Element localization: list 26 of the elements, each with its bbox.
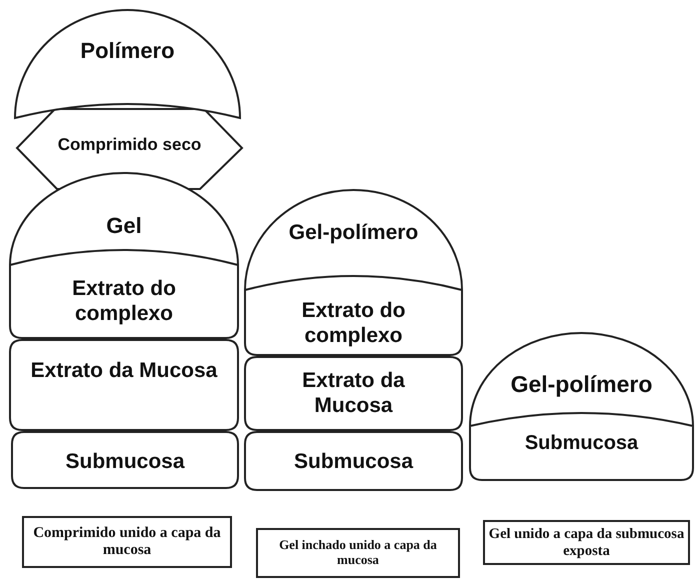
caption-text: Comprimido unido a capa da mucosa xyxy=(32,524,222,560)
layer-label: Extrato da Mucosa xyxy=(30,358,218,384)
layer-label: Submucosa xyxy=(292,449,414,474)
layer-label: Gel-polímero xyxy=(288,220,420,246)
layer-box xyxy=(245,357,462,430)
layer-label: Comprimido seco xyxy=(56,135,202,156)
layer-label: Polímero xyxy=(79,38,176,64)
caption-text: Gel inchado unido a capa da mucosa xyxy=(278,538,438,568)
caption-box xyxy=(256,528,460,578)
dome-layer xyxy=(15,10,240,120)
layer-label: Extrato do complexo xyxy=(300,298,406,348)
layer-box xyxy=(245,432,462,490)
caption-text: Gel unido a capa da submucosa exposta xyxy=(488,526,686,560)
layer-label: Extrato do complexo xyxy=(71,276,177,326)
layer-label: Gel xyxy=(105,213,143,240)
dome-layer xyxy=(470,333,693,428)
layer-label: Gel-polímero xyxy=(510,371,654,399)
dome-layer xyxy=(245,190,462,292)
caption-box xyxy=(22,516,232,568)
layer-label: Extrato da Mucosa xyxy=(301,368,406,418)
layer-label: Submucosa xyxy=(524,431,640,455)
layer-label: Submucosa xyxy=(64,449,186,474)
layer-box xyxy=(12,432,238,488)
caption-box xyxy=(483,520,690,565)
dome-layer xyxy=(10,173,238,266)
layer-box xyxy=(10,340,238,430)
